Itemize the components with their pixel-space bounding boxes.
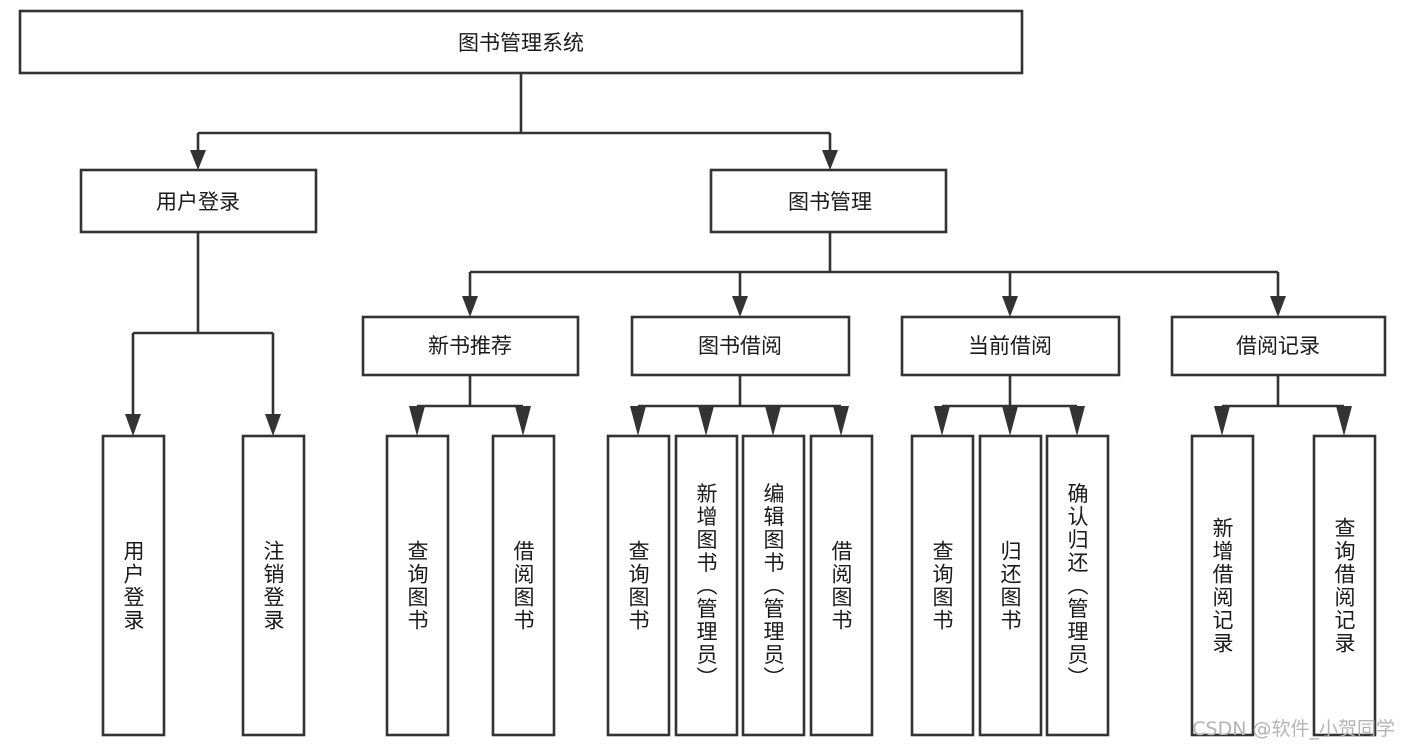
leaf-user-login-label: 用户登录 [121, 540, 145, 632]
leaf-add-book-rect[interactable] [674, 434, 739, 737]
leaf-add-book[interactable]: 新增图书（管理员） [674, 434, 739, 737]
leaf-query-book-1-label: 查询图书 [405, 540, 429, 632]
leaf-borrow-book-1-rect[interactable] [491, 434, 556, 737]
arrowhead-return-book [1002, 406, 1018, 436]
leaf-query-book-3-rect[interactable] [910, 434, 975, 737]
arrowhead-borrow-book-2 [833, 406, 849, 436]
node-book-manage[interactable]: 图书管理 [709, 168, 948, 234]
leaf-borrow-book-2-label: 借阅图书 [829, 540, 853, 632]
arrowhead-confirm-return [1069, 406, 1085, 436]
node-borrow-record-label: 借阅记录 [1236, 334, 1320, 358]
leaf-add-record[interactable]: 新增借阅记录 [1190, 434, 1255, 737]
node-new-book-rec-rect[interactable] [361, 315, 580, 377]
node-new-book-rec-label: 新书推荐 [428, 334, 512, 358]
node-user-login[interactable]: 用户登录 [79, 168, 318, 234]
connector-layer [125, 74, 1352, 436]
node-root[interactable]: 图书管理系统 [18, 9, 1024, 75]
arrowhead-book-manage [822, 150, 838, 170]
leaf-add-book-label: 新增图书（管理员） [694, 483, 718, 690]
leaf-return-book-rect[interactable] [978, 434, 1043, 737]
leaf-add-record-label: 新增借阅记录 [1210, 517, 1234, 655]
arrowhead-query-book-2 [630, 406, 646, 436]
arrowhead-query-book-1 [409, 406, 425, 436]
arrowhead-borrow-book-1 [515, 406, 531, 436]
leaf-confirm-return-rect[interactable] [1045, 434, 1110, 737]
leaf-return-book[interactable]: 归还图书 [978, 434, 1043, 737]
node-book-manage-rect[interactable] [709, 168, 948, 234]
node-user-login-label: 用户登录 [156, 190, 240, 214]
node-root-label: 图书管理系统 [458, 31, 584, 55]
arrowhead-newbook [462, 296, 478, 317]
leaf-add-record-rect[interactable] [1190, 434, 1255, 737]
leaf-logout[interactable]: 注销登录 [241, 434, 306, 737]
node-user-login-rect[interactable] [79, 168, 318, 234]
leaf-query-book-3-label: 查询图书 [930, 540, 954, 632]
leaf-query-book-1[interactable]: 查询图书 [385, 434, 450, 737]
leaf-confirm-return[interactable]: 确认归还（管理员） [1045, 434, 1110, 737]
node-book-manage-label: 图书管理 [788, 190, 872, 214]
node-root-rect[interactable] [18, 9, 1024, 75]
node-borrow-record-rect[interactable] [1170, 315, 1387, 377]
leaf-query-record-rect[interactable] [1312, 434, 1377, 737]
arrowhead-leaf-logout [265, 414, 281, 436]
arrowhead-user-login [190, 150, 206, 170]
leaf-confirm-return-label: 确认归还（管理员） [1065, 483, 1089, 690]
leaf-edit-book-rect[interactable] [741, 434, 806, 737]
arrowhead-borrowrecord [1270, 296, 1286, 317]
leaf-query-record-label: 查询借阅记录 [1332, 517, 1356, 655]
leaf-edit-book-label: 编辑图书（管理员） [761, 483, 785, 690]
arrowhead-query-record [1336, 406, 1352, 436]
leaf-query-book-2-rect[interactable] [606, 434, 671, 737]
leaf-return-book-label: 归还图书 [998, 540, 1022, 632]
leaf-query-book-3[interactable]: 查询图书 [910, 434, 975, 737]
arrowhead-leaf-user-login [125, 414, 141, 436]
leaf-borrow-book-1-label: 借阅图书 [511, 540, 535, 632]
node-book-borrow-rect[interactable] [630, 315, 851, 377]
arrowhead-query-book-3 [934, 406, 950, 436]
leaf-query-record[interactable]: 查询借阅记录 [1312, 434, 1377, 737]
node-book-borrow[interactable]: 图书借阅 [630, 315, 851, 377]
node-current-borrow-label: 当前借阅 [968, 334, 1052, 358]
node-current-borrow-rect[interactable] [900, 315, 1121, 377]
node-borrow-record[interactable]: 借阅记录 [1170, 315, 1387, 377]
leaf-logout-label: 注销登录 [261, 540, 285, 632]
node-current-borrow[interactable]: 当前借阅 [900, 315, 1121, 377]
leaf-logout-rect[interactable] [241, 434, 306, 737]
arrowhead-bookborrow [732, 296, 748, 317]
leaf-edit-book[interactable]: 编辑图书（管理员） [741, 434, 806, 737]
leaf-borrow-book-2-rect[interactable] [809, 434, 874, 737]
leaf-user-login[interactable]: 用户登录 [101, 434, 166, 737]
arrowhead-add-book [698, 406, 714, 436]
leaf-query-book-2-label: 查询图书 [626, 540, 650, 632]
leaf-user-login-rect[interactable] [101, 434, 166, 737]
arrowhead-currentborrow [1002, 296, 1018, 317]
node-book-borrow-label: 图书借阅 [698, 334, 782, 358]
leaf-query-book-2[interactable]: 查询图书 [606, 434, 671, 737]
arrowhead-add-record [1214, 406, 1230, 436]
leaf-borrow-book-1[interactable]: 借阅图书 [491, 434, 556, 737]
leaf-query-book-1-rect[interactable] [385, 434, 450, 737]
arrowhead-edit-book [765, 406, 781, 436]
node-new-book-rec[interactable]: 新书推荐 [361, 315, 580, 377]
leaf-borrow-book-2[interactable]: 借阅图书 [809, 434, 874, 737]
